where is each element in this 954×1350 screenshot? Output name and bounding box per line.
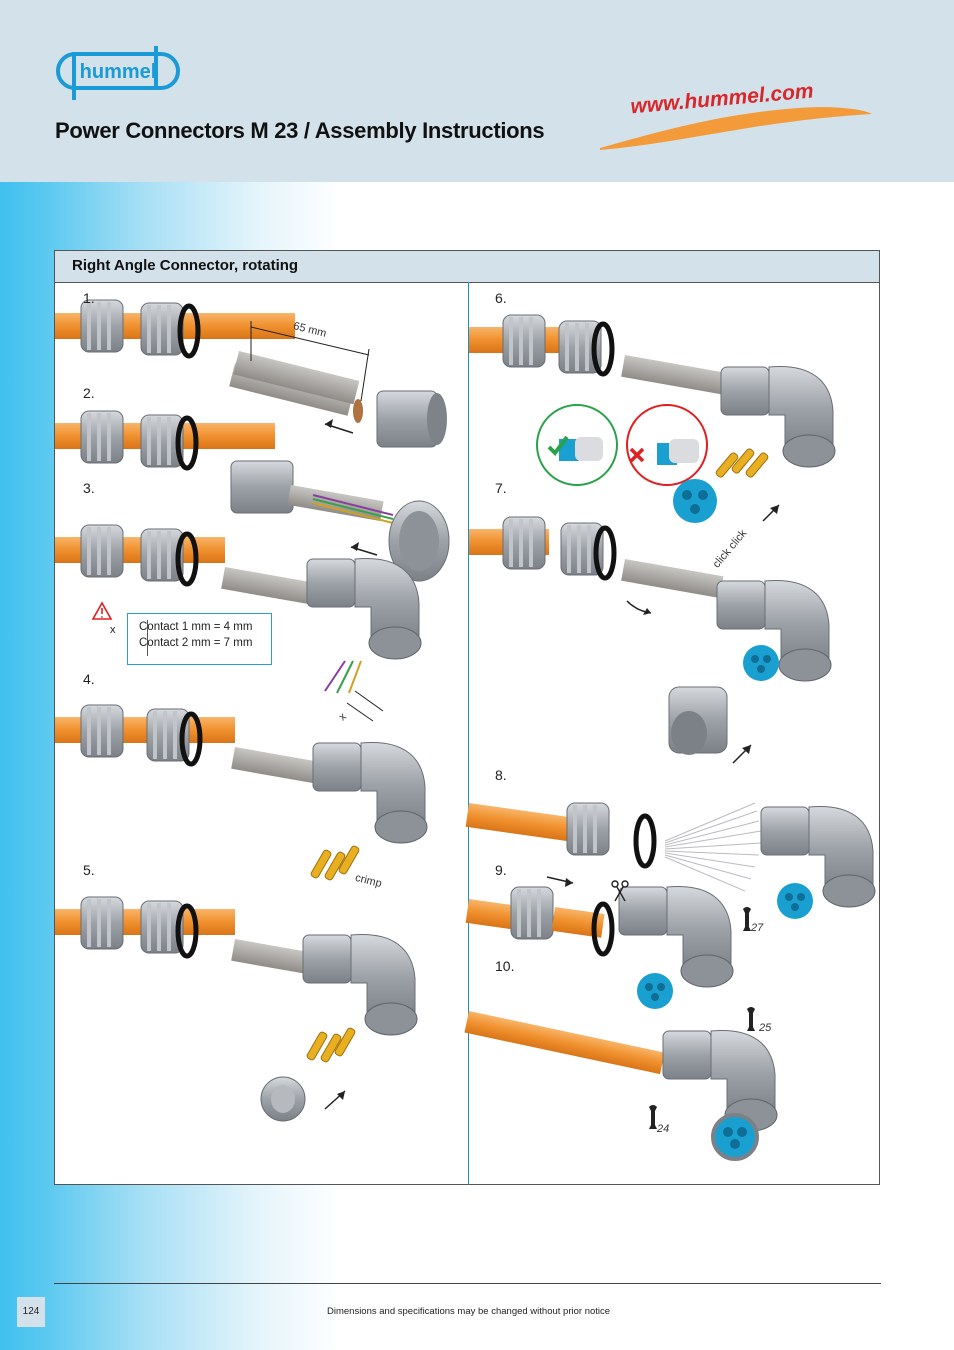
step8-illustration bbox=[465, 802, 876, 919]
step4-illustration bbox=[55, 704, 428, 881]
wrench-25-label: 25 bbox=[759, 1022, 772, 1034]
wrench-27-label: 27 bbox=[751, 922, 764, 934]
page-title: Power Connectors M 23 / Assembly Instruc… bbox=[55, 118, 545, 143]
wrench-icon bbox=[743, 907, 751, 931]
step-number: 9. bbox=[495, 862, 507, 878]
step-number: 8. bbox=[495, 767, 507, 783]
note-line-1: Contact 1 mm = 4 mm bbox=[139, 621, 253, 633]
page-header bbox=[0, 0, 954, 182]
footer-disclaimer: Dimensions and specifications may be cha… bbox=[327, 1306, 611, 1317]
step-number: 1. bbox=[83, 290, 95, 306]
hummel-logo: hummel bbox=[56, 46, 180, 100]
check-icon bbox=[547, 435, 569, 457]
wrench-icon bbox=[649, 1105, 657, 1129]
assembly-panel: Right Angle Connector, rotating bbox=[54, 250, 880, 1185]
wrong-example bbox=[626, 404, 708, 486]
scissors-icon bbox=[611, 880, 629, 902]
step-number: 10. bbox=[495, 958, 515, 974]
wrench-icon bbox=[747, 1007, 755, 1031]
warning-triangle-icon bbox=[91, 601, 113, 620]
logo-text: hummel bbox=[80, 61, 157, 83]
step1-illustration bbox=[55, 299, 447, 448]
step-number: 4. bbox=[83, 671, 95, 687]
step-number: 7. bbox=[495, 480, 507, 496]
step-number: 5. bbox=[83, 862, 95, 878]
wrench-24-label: 24 bbox=[657, 1123, 670, 1135]
column-divider bbox=[468, 282, 469, 1185]
panel-title: Right Angle Connector, rotating bbox=[72, 257, 299, 274]
correct-example bbox=[536, 404, 618, 486]
step-number: 2. bbox=[83, 385, 95, 401]
note-divider bbox=[147, 620, 148, 656]
footer-rule bbox=[54, 1283, 881, 1284]
step9-illustration bbox=[465, 876, 734, 1009]
assembly-illustrations bbox=[55, 299, 876, 1161]
step-number: 6. bbox=[495, 290, 507, 306]
page-number: 124 bbox=[22, 1306, 40, 1317]
cross-icon bbox=[629, 447, 645, 463]
step5-illustration bbox=[55, 896, 418, 1122]
page-number-box: 124 bbox=[17, 1297, 45, 1327]
step-number: 3. bbox=[83, 480, 95, 496]
note-symbol: x bbox=[110, 624, 116, 636]
panel-header: Right Angle Connector, rotating bbox=[55, 251, 879, 283]
contact-strip-note bbox=[127, 613, 272, 665]
note-line-2: Contact 2 mm = 7 mm bbox=[139, 637, 253, 649]
step2-illustration bbox=[55, 410, 450, 582]
step3-illustration bbox=[55, 524, 422, 722]
step7-illustration bbox=[469, 448, 832, 764]
website-banner: www.hummel.com bbox=[600, 79, 872, 150]
step10-illustration bbox=[464, 1010, 778, 1161]
step6-illustration bbox=[469, 314, 836, 468]
